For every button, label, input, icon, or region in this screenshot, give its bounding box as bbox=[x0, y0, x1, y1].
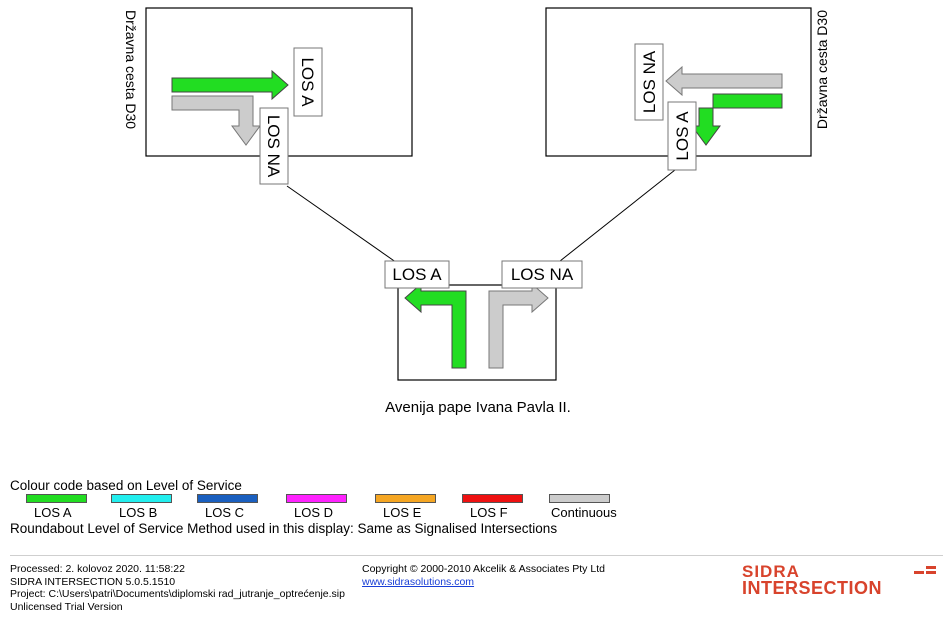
legend-swatch bbox=[26, 494, 87, 503]
right-connector-line bbox=[554, 165, 681, 266]
intersection-diagram: LOS A LOS NA LOS NA LOS A LOS A LOS NA D… bbox=[123, 7, 830, 416]
logo-mark-icon bbox=[914, 566, 936, 574]
svg-text:LOS A: LOS A bbox=[673, 111, 692, 161]
sidra-logo: SIDRA INTERSECTION bbox=[742, 562, 942, 602]
right-road-name: Državna cesta D30 bbox=[814, 10, 830, 129]
legend-label: LOS F bbox=[470, 505, 508, 520]
right-turn-label: LOS A bbox=[667, 101, 697, 171]
left-turn-arrow bbox=[171, 95, 261, 146]
project-path: Project: C:\Users\patri\Documents\diplom… bbox=[10, 588, 345, 600]
svg-text:LOS A: LOS A bbox=[298, 57, 317, 107]
footer-divider bbox=[10, 555, 943, 556]
svg-text:LOS NA: LOS NA bbox=[264, 115, 283, 178]
bottom-road-name: Avenija pape Ivana Pavla II. bbox=[385, 399, 571, 416]
legend-swatch bbox=[197, 494, 258, 503]
left-road-name: Državna cesta D30 bbox=[123, 10, 139, 129]
bottom-left-arrow bbox=[404, 282, 467, 369]
legend-label: LOS D bbox=[294, 505, 334, 520]
legend-swatch bbox=[286, 494, 347, 503]
software-version: SIDRA INTERSECTION 5.0.5.1510 bbox=[10, 575, 176, 588]
svg-text:LOS NA: LOS NA bbox=[511, 265, 574, 284]
left-through-label: LOS A bbox=[293, 47, 323, 117]
logo-text-intersection: INTERSECTION bbox=[742, 578, 883, 598]
legend-label: LOS E bbox=[383, 505, 422, 520]
bottom-approach-box bbox=[397, 284, 557, 381]
legend-label: Continuous bbox=[551, 505, 617, 520]
right-through-arrow bbox=[665, 65, 783, 97]
legend-swatch bbox=[375, 494, 436, 503]
bottom-left-label: LOS A bbox=[384, 260, 450, 289]
legend-swatch bbox=[111, 494, 172, 503]
legend-title: Colour code based on Level of Service bbox=[10, 478, 242, 493]
license-note: Unlicensed Trial Version bbox=[10, 600, 123, 613]
legend-label: LOS B bbox=[119, 505, 158, 520]
legend-swatch bbox=[549, 494, 610, 503]
left-connector-line bbox=[286, 185, 401, 266]
legend-label: LOS A bbox=[34, 505, 72, 520]
footer-left: Processed: 2. kolovoz 2020. 11:58:22 SID… bbox=[10, 563, 345, 613]
website-link[interactable]: www.sidrasolutions.com bbox=[362, 575, 475, 588]
right-through-label: LOS NA bbox=[634, 43, 664, 121]
legend-method-note: Roundabout Level of Service Method used … bbox=[10, 521, 558, 536]
bottom-right-label: LOS NA bbox=[501, 260, 583, 289]
processed-timestamp: Processed: 2. kolovoz 2020. 11:58:22 bbox=[10, 563, 185, 575]
svg-text:LOS A: LOS A bbox=[392, 265, 442, 284]
logo-text-sidra: SIDRA bbox=[742, 562, 800, 581]
legend-label: LOS C bbox=[205, 505, 245, 520]
copyright: Copyright © 2000-2010 Akcelik & Associat… bbox=[362, 563, 605, 575]
left-through-arrow bbox=[171, 69, 289, 101]
legend-swatch bbox=[462, 494, 523, 503]
footer-center: Copyright © 2000-2010 Akcelik & Associat… bbox=[362, 563, 605, 588]
right-turn-arrow bbox=[691, 93, 783, 146]
bottom-right-arrow bbox=[488, 282, 549, 369]
svg-text:LOS NA: LOS NA bbox=[640, 50, 659, 113]
left-turn-label: LOS NA bbox=[259, 107, 289, 185]
